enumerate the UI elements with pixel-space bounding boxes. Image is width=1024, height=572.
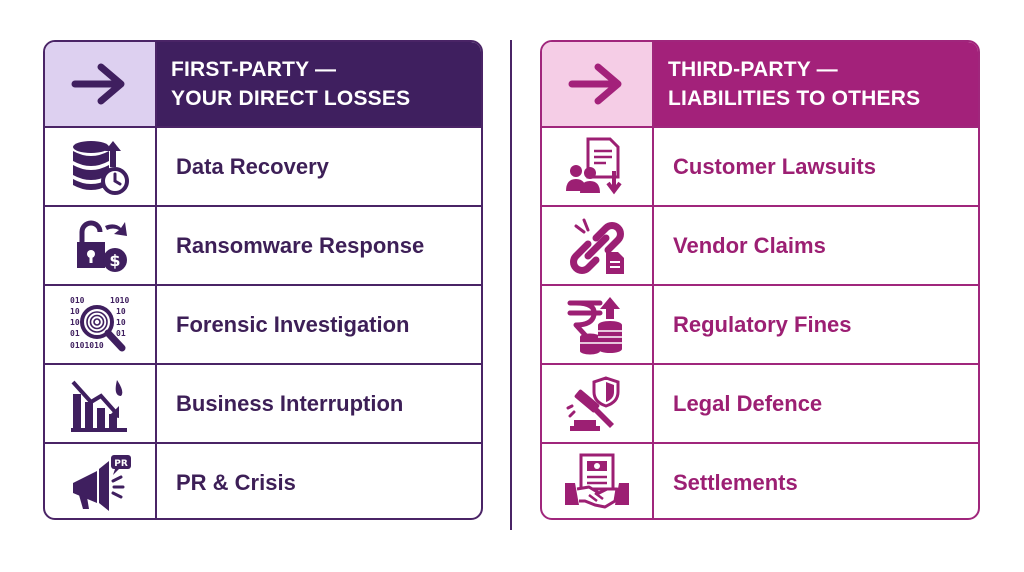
database-clock-icon (45, 128, 157, 205)
svg-text:01: 01 (116, 329, 126, 338)
svg-text:0101010: 0101010 (70, 341, 104, 350)
rupee-coins-icon (542, 286, 654, 363)
list-item: PR PR & Crisis (45, 442, 481, 518)
third-party-panel: THIRD-PARTY — LIABILITIES TO OTHERS Cust… (540, 40, 980, 520)
svg-text:10: 10 (116, 307, 126, 316)
lock-money-icon: $ (45, 207, 157, 284)
megaphone-icon: PR (45, 444, 157, 518)
arrow-right-icon (542, 42, 654, 126)
list-item: Settlements (542, 442, 978, 518)
list-item: Business Interruption (45, 363, 481, 442)
item-label: Ransomware Response (176, 232, 425, 258)
svg-text:01: 01 (70, 329, 80, 338)
first-party-panel: FIRST-PARTY — YOUR DIRECT LOSSES Data Re… (43, 40, 483, 520)
gavel-shield-icon (542, 365, 654, 442)
list-item: Vendor Claims (542, 205, 978, 284)
item-label: Customer Lawsuits (673, 153, 876, 179)
first-party-title: FIRST-PARTY — YOUR DIRECT LOSSES (157, 42, 481, 126)
list-item: Legal Defence (542, 363, 978, 442)
svg-text:10: 10 (116, 318, 126, 327)
list-item: $ Ransomware Response (45, 205, 481, 284)
item-label: Data Recovery (176, 153, 329, 179)
item-label: Business Interruption (176, 390, 404, 416)
svg-text:10: 10 (70, 318, 80, 327)
svg-text:10: 10 (70, 307, 80, 316)
svg-text:$: $ (109, 251, 120, 270)
chain-link-document-icon (542, 207, 654, 284)
first-party-title-line2: YOUR DIRECT LOSSES (171, 87, 411, 110)
svg-text:1010: 1010 (110, 296, 129, 305)
divider (510, 40, 512, 530)
item-label: Legal Defence (673, 390, 823, 416)
item-label: Settlements (673, 469, 798, 495)
people-document-icon (542, 128, 654, 205)
third-party-title-line1: THIRD-PARTY — (668, 58, 838, 81)
item-label: PR & Crisis (176, 469, 296, 495)
item-label: Forensic Investigation (176, 311, 410, 337)
list-item: Regulatory Fines (542, 284, 978, 363)
third-party-header: THIRD-PARTY — LIABILITIES TO OTHERS (542, 42, 978, 126)
declining-chart-icon (45, 365, 157, 442)
handshake-document-icon (542, 444, 654, 518)
arrow-right-icon (45, 42, 157, 126)
list-item: Customer Lawsuits (542, 126, 978, 205)
item-label: Regulatory Fines (673, 311, 852, 337)
third-party-title: THIRD-PARTY — LIABILITIES TO OTHERS (654, 42, 978, 126)
first-party-header: FIRST-PARTY — YOUR DIRECT LOSSES (45, 42, 481, 126)
first-party-title-line1: FIRST-PARTY — (171, 58, 337, 81)
list-item: Data Recovery (45, 126, 481, 205)
item-label: Vendor Claims (673, 232, 826, 258)
pr-badge: PR (114, 459, 128, 469)
third-party-title-line2: LIABILITIES TO OTHERS (668, 87, 921, 110)
svg-text:010: 010 (70, 296, 85, 305)
